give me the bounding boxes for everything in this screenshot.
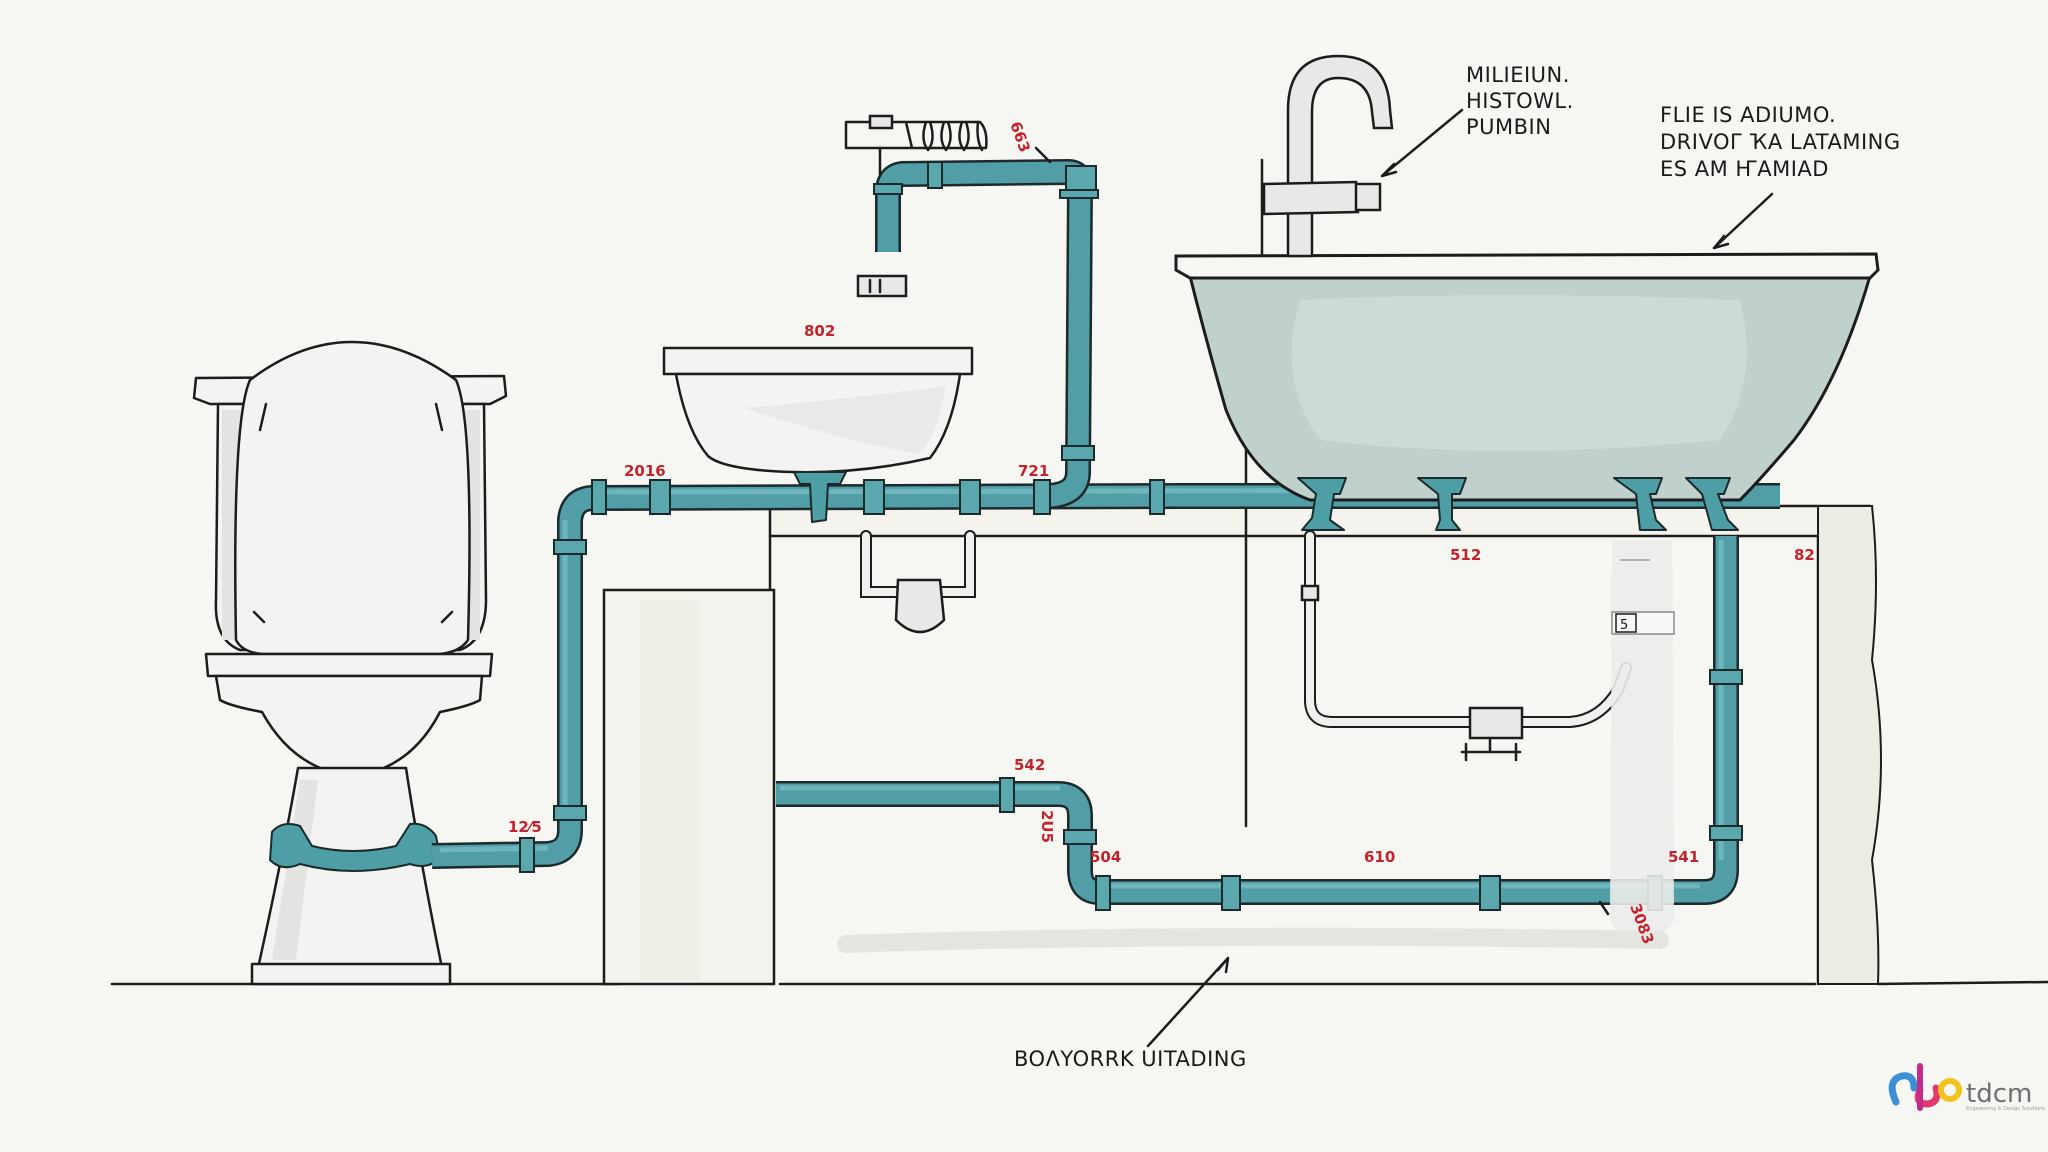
- callout-faucet-arrow: [1380, 108, 1464, 178]
- bathtub[interactable]: [1174, 252, 1880, 531]
- callout-faucet: MILIEIUN. HISTOWL. PUMBIN: [1380, 63, 1574, 178]
- tub-faucet[interactable]: [1262, 54, 1394, 258]
- dim-label-610: 610: [1364, 848, 1395, 866]
- dim-label-663: 663: [1006, 119, 1034, 155]
- callout-tub-line-3: ES AM ҤAMIAD: [1660, 157, 1829, 181]
- callout-tub-line-2: DRIVOΓ ҠA LATAMING: [1660, 130, 1901, 154]
- pipe-couplers: [519, 161, 1743, 911]
- dimension-labels: 663 802 2016 721 512 82 12⁄5 542 2U5 504…: [508, 119, 1815, 946]
- dim-label-802: 802: [804, 322, 835, 340]
- tub-feet: [1297, 477, 1739, 531]
- toilet[interactable]: [192, 340, 508, 986]
- dim-label-512: 512: [1450, 546, 1481, 564]
- callout-floor-arrow: [1146, 956, 1230, 1048]
- wash-basin[interactable]: [662, 346, 974, 523]
- dim-label-toilet-outlet: 12⁄5: [508, 818, 542, 836]
- logo-mark-icon: [1888, 1072, 1918, 1106]
- callout-tub-arrow: [1712, 192, 1774, 250]
- callout-floor-line-1: BOΛYORRK UITADING: [1014, 1047, 1247, 1071]
- tub-drain: [1300, 530, 1632, 762]
- callout-faucet-line-3: PUMBIN: [1466, 115, 1551, 139]
- sink-trap: [860, 530, 976, 634]
- dim-label-542: 542: [1014, 756, 1045, 774]
- logo-tagline: Engineering & Design Solutions: [1966, 1106, 2045, 1112]
- logo-text: tdcm: [1966, 1079, 2032, 1109]
- callout-faucet-line-2: HISTOWL.: [1466, 89, 1574, 113]
- callout-faucet-line-1: MILIEIUN.: [1466, 63, 1570, 87]
- dim-label-504: 504: [1090, 848, 1121, 866]
- dim-label-541: 541: [1668, 848, 1699, 866]
- dim-label-721: 721: [1018, 462, 1049, 480]
- filter-badge: 5: [1620, 618, 1628, 633]
- towel-rack[interactable]: [844, 114, 988, 298]
- brand-logo: tdcm Engineering & Design Solutions: [1888, 1063, 2045, 1112]
- callout-tub-line-1: FLIE IS ADIUMO.: [1660, 103, 1836, 127]
- dim-label-2016: 2016: [624, 462, 666, 480]
- callout-tub-rim: FLIE IS ADIUMO. DRIVOΓ ҠA LATAMING ES AM…: [1660, 103, 1901, 250]
- dim-label-2u5: 2U5: [1038, 810, 1056, 843]
- dim-label-82: 82: [1794, 546, 1815, 564]
- callout-floor: BOΛYORRK UITADING: [1014, 956, 1247, 1071]
- supply-pipe-network: [431, 159, 1780, 911]
- water-filter[interactable]: 5: [1610, 540, 1675, 940]
